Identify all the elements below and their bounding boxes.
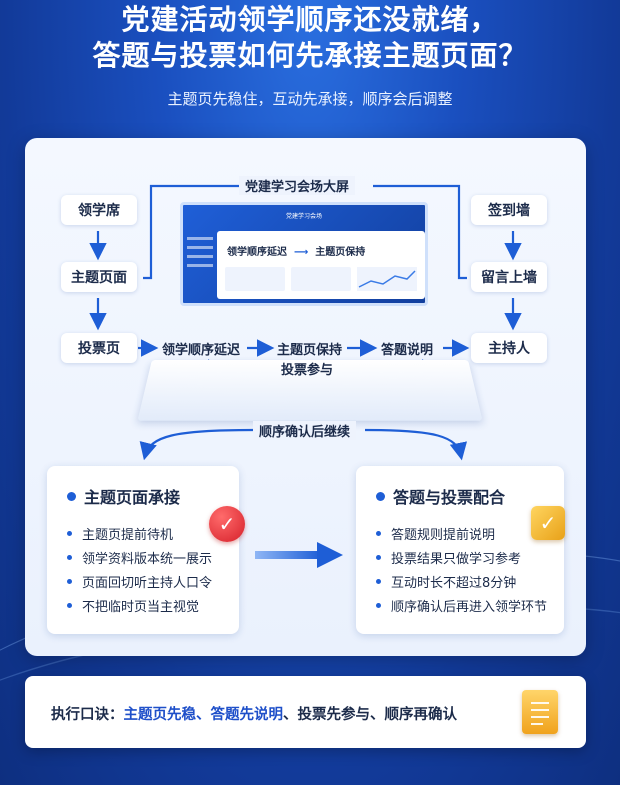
- node-lingxue-seat: 领学席: [61, 195, 137, 225]
- screen-label-left: 领学顺序延迟: [227, 247, 287, 258]
- curve-right: [364, 428, 468, 461]
- screen-mini-card: [291, 267, 351, 291]
- list-item: 互动时长不超过8分钟: [376, 572, 547, 596]
- card-quiz-vote-title: 答题与投票配合: [376, 484, 505, 508]
- footer-highlight: 主题页先稳、答题先说明: [123, 707, 284, 723]
- screen-arrow-icon: ⟶: [290, 247, 312, 258]
- stage-label: 党建学习会场大屏: [239, 176, 356, 195]
- row-label-step2: 主题页保持: [277, 343, 343, 358]
- title-line-1: 党建活动领学顺序还没就绪，: [121, 3, 499, 36]
- node-theme-page: 主题页面: [61, 262, 137, 292]
- footer-text: 执行口诀：主题页先稳、答题先说明、投票先参与、顺序再确认: [51, 703, 457, 724]
- row-label-step1: 领学顺序延迟: [162, 343, 241, 358]
- flow-panel: 党建学习会场大屏 党建学习会场 领学顺序延迟 ⟶ 主题页保持 领学席 主题页: [25, 138, 586, 656]
- bullet-icon: [376, 492, 385, 501]
- list-item: 顺序确认后再进入领学环节: [376, 596, 547, 620]
- card-quiz-vote: 答题与投票配合 答题规则提前说明 投票结果只做学习参考 互动时长不超过8分钟 顺…: [356, 466, 564, 634]
- page-title: 党建活动领学顺序还没就绪， 答题与投票如何先承接主题页面？: [0, 2, 620, 74]
- bracket-right: [373, 184, 467, 280]
- node-host: 主持人: [471, 333, 547, 363]
- list-item: 主题页提前待机: [67, 524, 212, 548]
- screen-label-right: 主题页保持: [315, 247, 366, 258]
- big-screen: 党建学习会场 领学顺序延迟 ⟶ 主题页保持: [180, 202, 428, 306]
- footer-motto: 执行口诀：主题页先稳、答题先说明、投票先参与、顺序再确认: [25, 676, 586, 748]
- title-line-2: 答题与投票如何先承接主题页面？: [92, 39, 528, 72]
- page-subtitle: 主题页先稳住，互动先承接，顺序会后调整: [167, 90, 453, 108]
- card-theme-page-list: 主题页提前待机 领学资料版本统一展示 页面回切听主持人口令 不把临时页当主视觉: [67, 524, 212, 620]
- confirm-label: 顺序确认后继续: [253, 421, 357, 440]
- screen-card: 领学顺序延迟 ⟶ 主题页保持: [217, 231, 425, 299]
- node-vote-page: 投票页: [61, 333, 137, 363]
- list-item: 页面回切听主持人口令: [67, 572, 212, 596]
- card-theme-page: 主题页面承接 主题页提前待机 领学资料版本统一展示 页面回切听主持人口令 不把临…: [47, 466, 239, 634]
- node-checkin-wall: 签到墙: [471, 195, 547, 225]
- footer-rest: 、投票先参与、顺序再确认: [283, 707, 457, 723]
- list-item: 领学资料版本统一展示: [67, 548, 212, 572]
- bullet-icon: [67, 492, 76, 501]
- stage-illustration: 党建学习会场 领学顺序延迟 ⟶ 主题页保持: [137, 168, 483, 421]
- bracket-left: [143, 184, 239, 280]
- check-icon: ✓: [209, 506, 245, 542]
- list-item: 答题规则提前说明: [376, 524, 547, 548]
- curve-left: [139, 428, 254, 461]
- list-item: 不把临时页当主视觉: [67, 596, 212, 620]
- list-item: 投票结果只做学习参考: [376, 548, 547, 572]
- screen-chart-icon: [357, 267, 417, 291]
- node-message-wall: 留言上墙: [471, 262, 547, 292]
- screen-sidebar: [187, 231, 213, 273]
- document-icon: [522, 690, 558, 734]
- footer-prefix: 执行口诀：: [51, 707, 124, 723]
- big-arrow-icon: [255, 542, 343, 568]
- screen-mini-card: [225, 267, 285, 291]
- row-label-step2-sub: 投票参与: [281, 363, 334, 378]
- card-theme-page-title: 主题页面承接: [67, 484, 180, 508]
- card-quiz-vote-list: 答题规则提前说明 投票结果只做学习参考 互动时长不超过8分钟 顺序确认后再进入领…: [376, 524, 547, 620]
- check-icon: ✓: [531, 506, 565, 540]
- screen-title: 党建学习会场: [285, 213, 322, 220]
- row-label-step3: 答题说明: [381, 343, 434, 358]
